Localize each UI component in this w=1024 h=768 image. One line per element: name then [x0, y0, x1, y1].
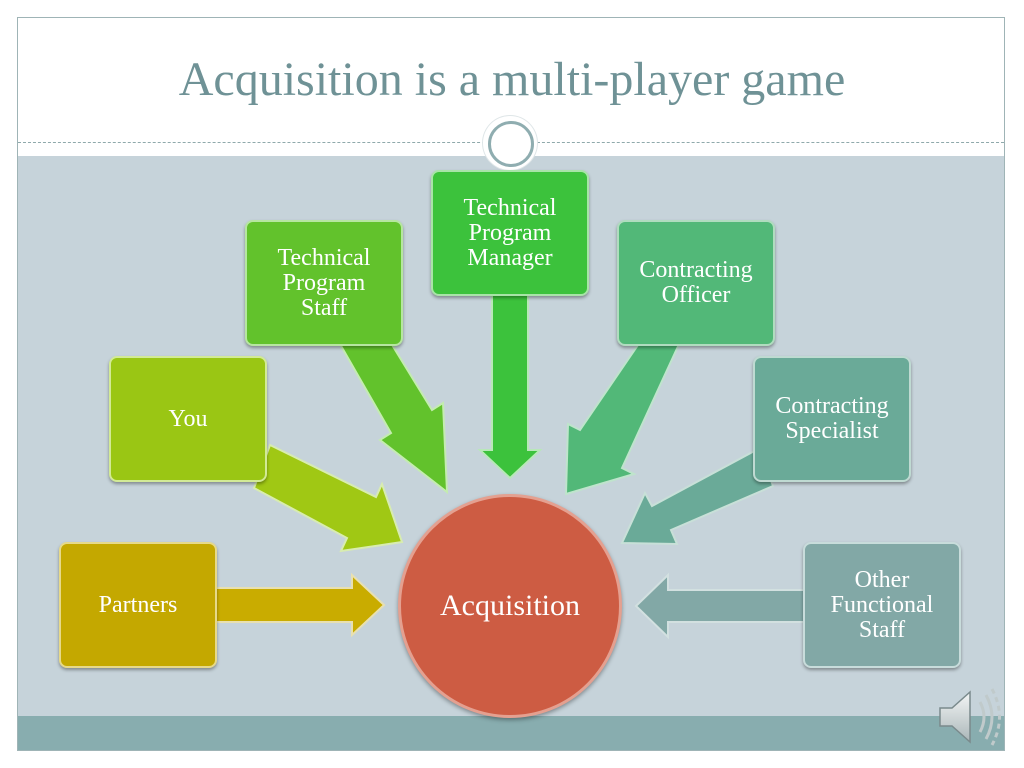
player-box-you: You [109, 356, 267, 482]
player-box-partners: Partners [59, 542, 217, 668]
player-box-technical-program-staff: Technical Program Staff [245, 220, 403, 346]
slide-frame [17, 17, 1005, 751]
circle-ornament-ring [488, 121, 534, 167]
player-label-contracting-officer: Contracting Officer [639, 257, 753, 308]
player-box-contracting-specialist: Contracting Specialist [753, 356, 911, 482]
slide-title: Acquisition is a multi-player game [178, 53, 846, 106]
footer-band [18, 716, 1004, 750]
player-label-you: You [168, 405, 208, 432]
player-box-other-functional-staff: Other Functional Staff [803, 542, 961, 668]
speaker-icon[interactable] [936, 686, 1004, 748]
arrow-you [252, 443, 404, 553]
arrow-technical-program-staff [338, 320, 449, 495]
arrow-other-functional-staff [634, 572, 809, 640]
arrow-contracting-specialist [620, 446, 775, 546]
arrow-partners [211, 572, 386, 638]
arrow-technical-program-manager [477, 291, 543, 480]
hub-acquisition: Acquisition [398, 494, 622, 718]
player-label-partners: Partners [98, 591, 178, 618]
player-label-contracting-specialist: Contracting Specialist [775, 393, 889, 444]
player-label-technical-program-staff: Technical Program Staff [277, 244, 371, 321]
player-label-technical-program-manager: Technical Program Manager [463, 195, 557, 271]
player-label-other-functional-staff: Other Functional Staff [830, 566, 934, 643]
arrow-contracting-officer [564, 341, 682, 496]
player-box-contracting-officer: Contracting Officer [617, 220, 775, 346]
hub-label: Acquisition [440, 589, 580, 622]
player-box-technical-program-manager: Technical Program Manager [431, 170, 589, 296]
